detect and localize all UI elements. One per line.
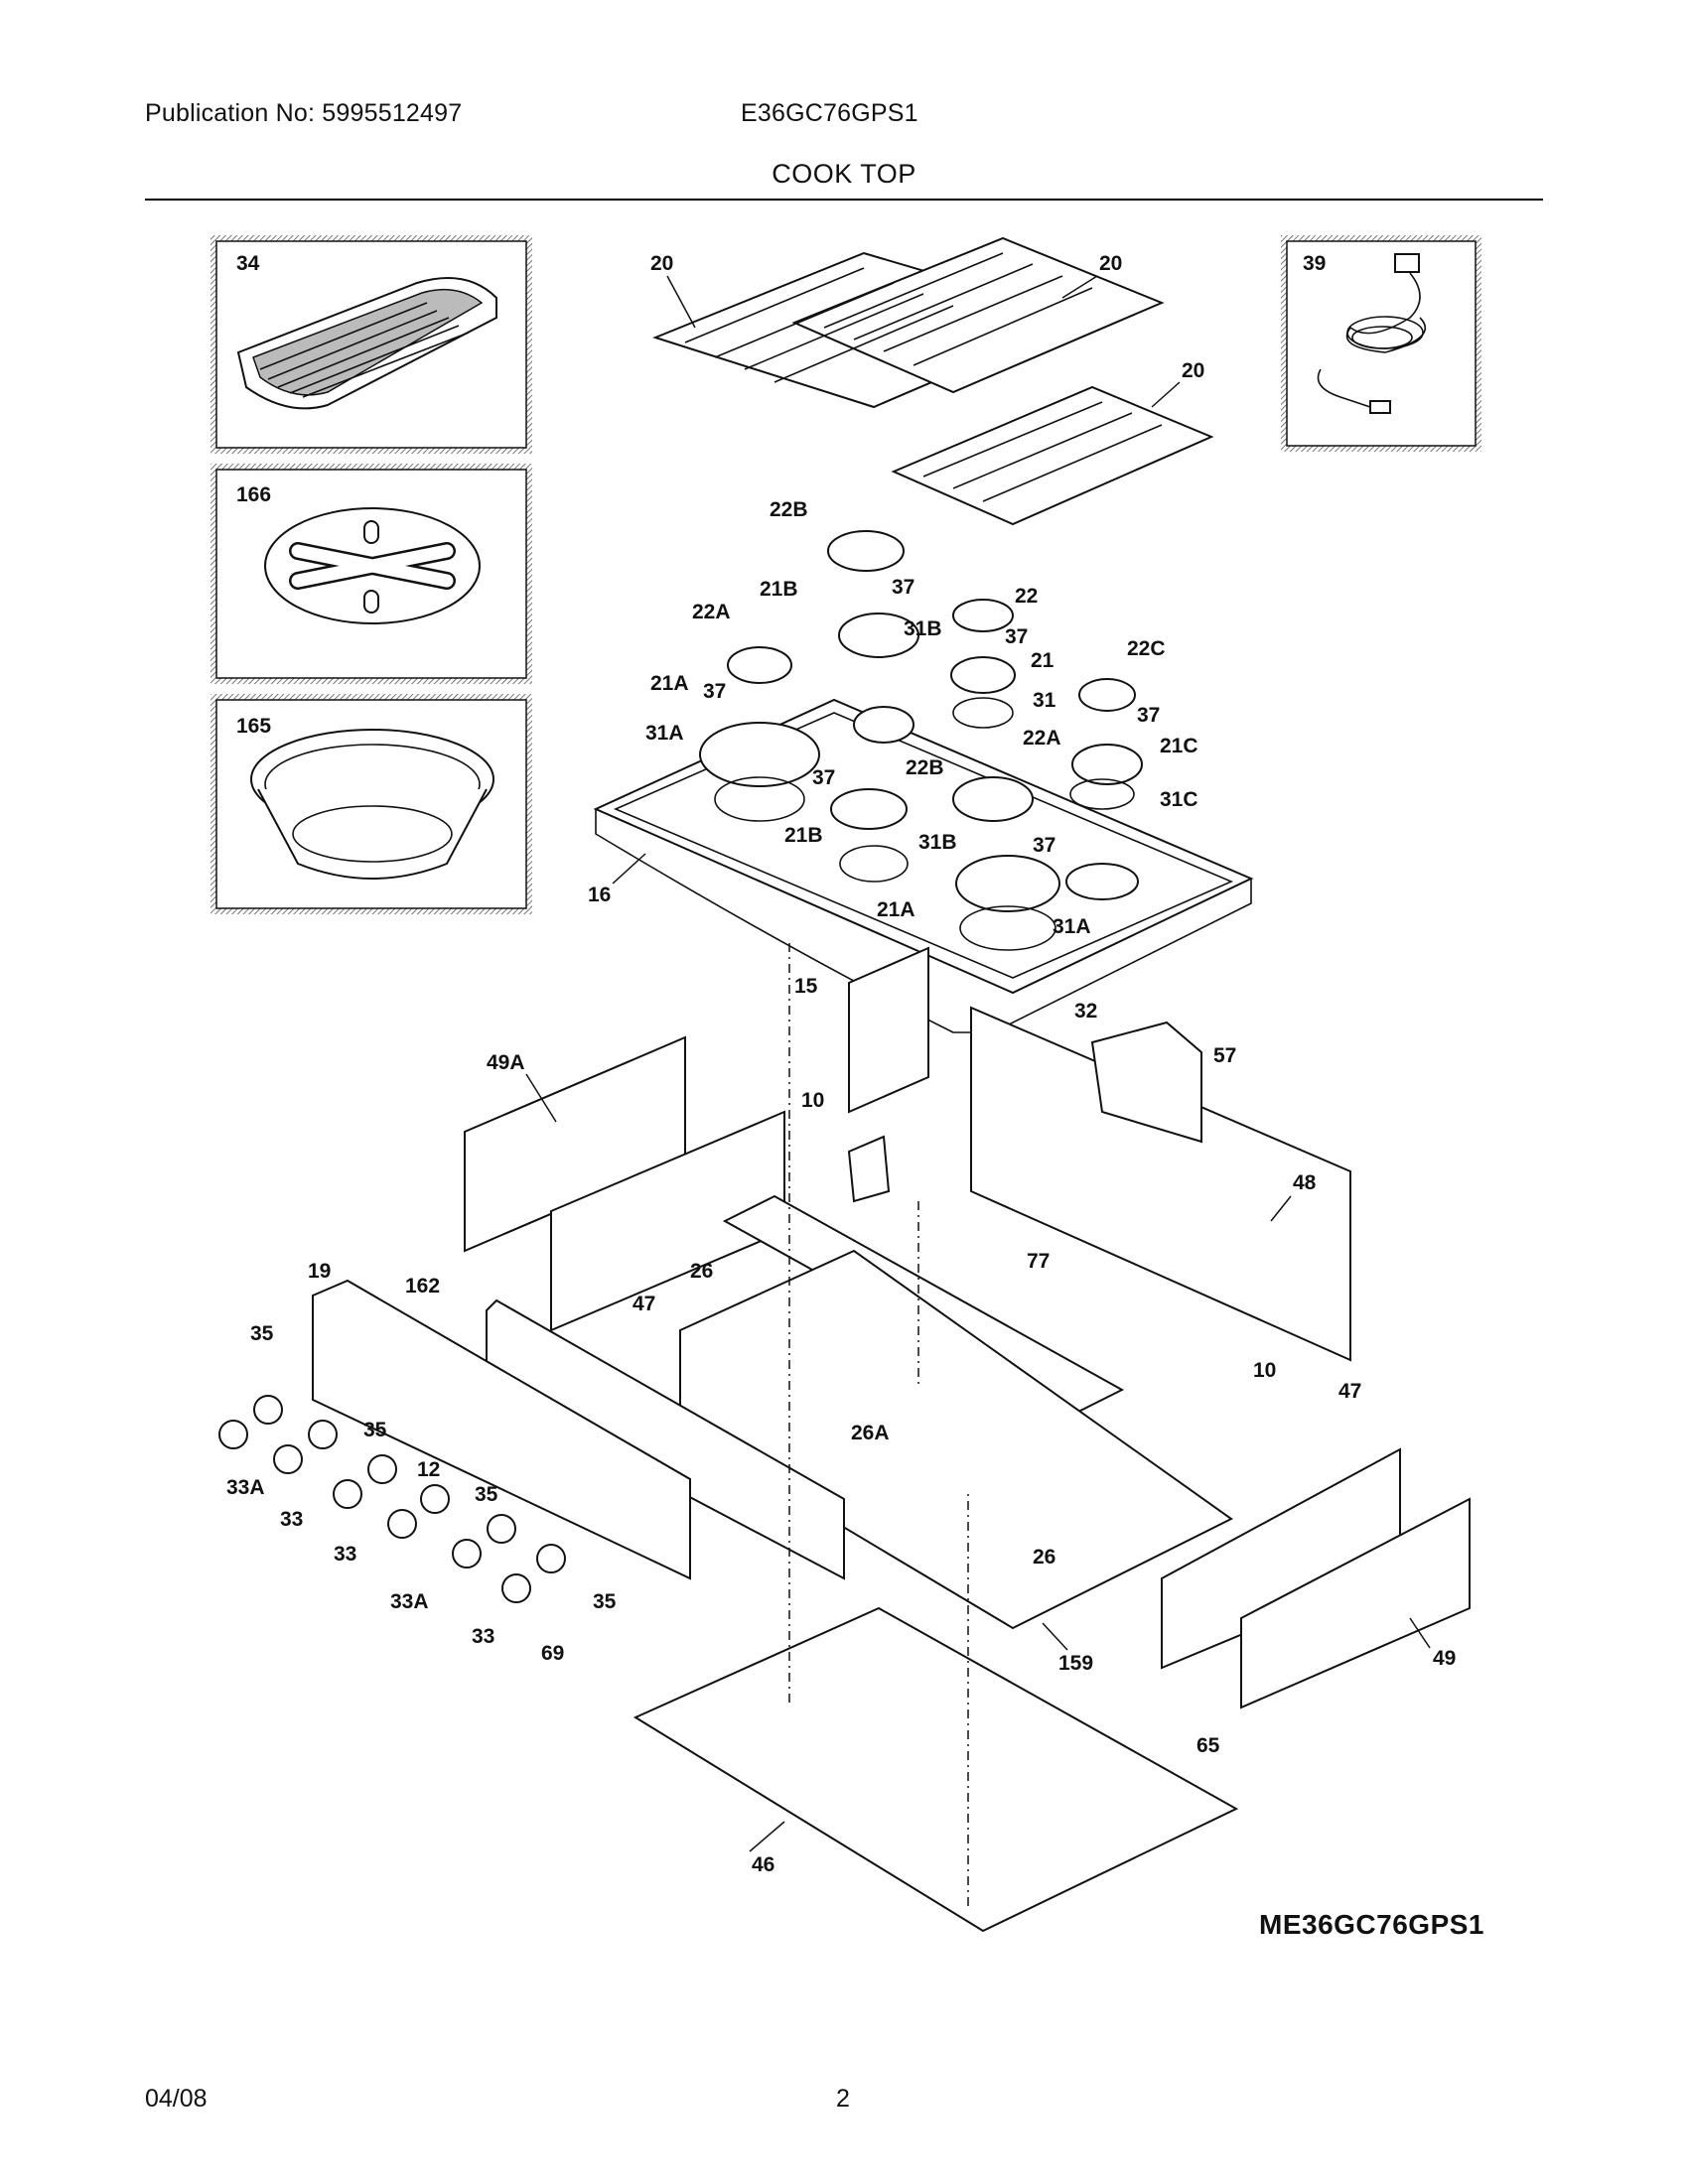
inset-wok-ring [211,464,532,684]
callout-10b: 10 [1253,1359,1276,1382]
callout-20b: 20 [1099,252,1122,275]
callout-21: 21 [1031,649,1055,672]
callout-77: 77 [1027,1250,1050,1273]
callout-35b: 35 [363,1419,387,1441]
callout-26a: 26 [690,1260,713,1283]
callout-48: 48 [1293,1171,1317,1194]
callout-31A-top: 31A [645,722,684,745]
callout-35a: 35 [250,1322,274,1345]
callout-26A: 26A [851,1422,890,1444]
lower-assembly [312,946,1471,1933]
callout-31: 31 [1033,689,1056,712]
callout-33a: 33 [280,1508,303,1531]
callout-10a: 10 [801,1089,824,1112]
callout-39: 39 [1303,252,1326,275]
callout-47a: 47 [633,1293,655,1315]
callout-22A-mid: 22A [1023,727,1061,750]
callout-22C: 22C [1127,637,1166,660]
callout-20c: 20 [1182,359,1204,382]
callout-21B-top: 21B [760,578,798,601]
callout-15: 15 [794,975,818,998]
grates-group [652,236,1214,526]
callout-37-6: 37 [1033,834,1055,857]
callout-33Ab: 33A [390,1590,429,1613]
callout-65: 65 [1196,1734,1220,1757]
callout-57: 57 [1213,1044,1236,1067]
griddle-illustration [236,277,497,410]
callout-47b: 47 [1338,1380,1361,1403]
callout-31A-bot: 31A [1053,915,1091,938]
diagram-model-code: ME36GC76GPS1 [1259,1909,1484,1940]
header-rule [145,199,1543,201]
callout-21A-bot: 21A [877,898,915,921]
callout-46: 46 [752,1853,774,1876]
callout-33Aa: 33A [226,1476,265,1499]
publication-number: Publication No: 5995512497 [145,99,463,127]
inset-power-cord [1281,235,1481,452]
callout-33c: 33 [472,1625,494,1648]
callout-21C: 21C [1160,735,1198,757]
callout-35c: 35 [475,1483,498,1506]
page-number: 2 [836,2085,850,2113]
callout-165: 165 [236,715,271,738]
inset-wok-stand [211,694,532,914]
callout-22: 22 [1015,585,1038,608]
callout-labels: 34 166 165 39 20 20 20 22B 37 21B 22 37 … [226,252,1456,1876]
wok-ring-illustration [264,507,481,624]
callout-31B-top: 31B [904,617,942,640]
callout-37-5: 37 [812,766,835,789]
knobs-group [218,1395,566,1603]
callout-19: 19 [308,1260,331,1283]
callout-31B-mid: 31B [918,831,957,854]
callout-37-3: 37 [703,680,726,703]
wok-stand-illustration [250,729,494,880]
callout-12: 12 [417,1458,440,1481]
model-number: E36GC76GPS1 [741,99,918,127]
callout-34: 34 [236,252,260,275]
callout-31C: 31C [1160,788,1198,811]
inset-griddle [211,235,532,454]
callout-37-2: 37 [1005,625,1028,648]
callout-49: 49 [1433,1647,1456,1670]
callout-37-4: 37 [1137,704,1160,727]
callout-26b: 26 [1033,1546,1055,1569]
callout-159: 159 [1058,1652,1093,1675]
callout-21A-top: 21A [650,672,689,695]
callout-69: 69 [541,1642,564,1665]
callout-32: 32 [1074,1000,1097,1023]
callout-22A-top: 22A [692,601,731,623]
callout-16: 16 [588,884,611,906]
leader-lines [525,275,1431,1852]
callout-162: 162 [405,1275,440,1297]
callout-49A: 49A [487,1051,525,1074]
callout-22B-mid: 22B [906,756,944,779]
power-cord-illustration [1317,253,1426,414]
callout-33b: 33 [334,1543,356,1566]
callout-35d: 35 [593,1590,617,1613]
callout-166: 166 [236,483,271,506]
burners-group [699,530,1143,951]
dash-leaders [788,943,969,1906]
publication-date: 04/08 [145,2085,208,2113]
callout-21B-mid: 21B [784,824,823,847]
callout-37-1: 37 [892,576,914,599]
callout-20a: 20 [650,252,673,275]
callout-22B-top: 22B [770,498,808,521]
section-title: COOK TOP [772,159,916,189]
